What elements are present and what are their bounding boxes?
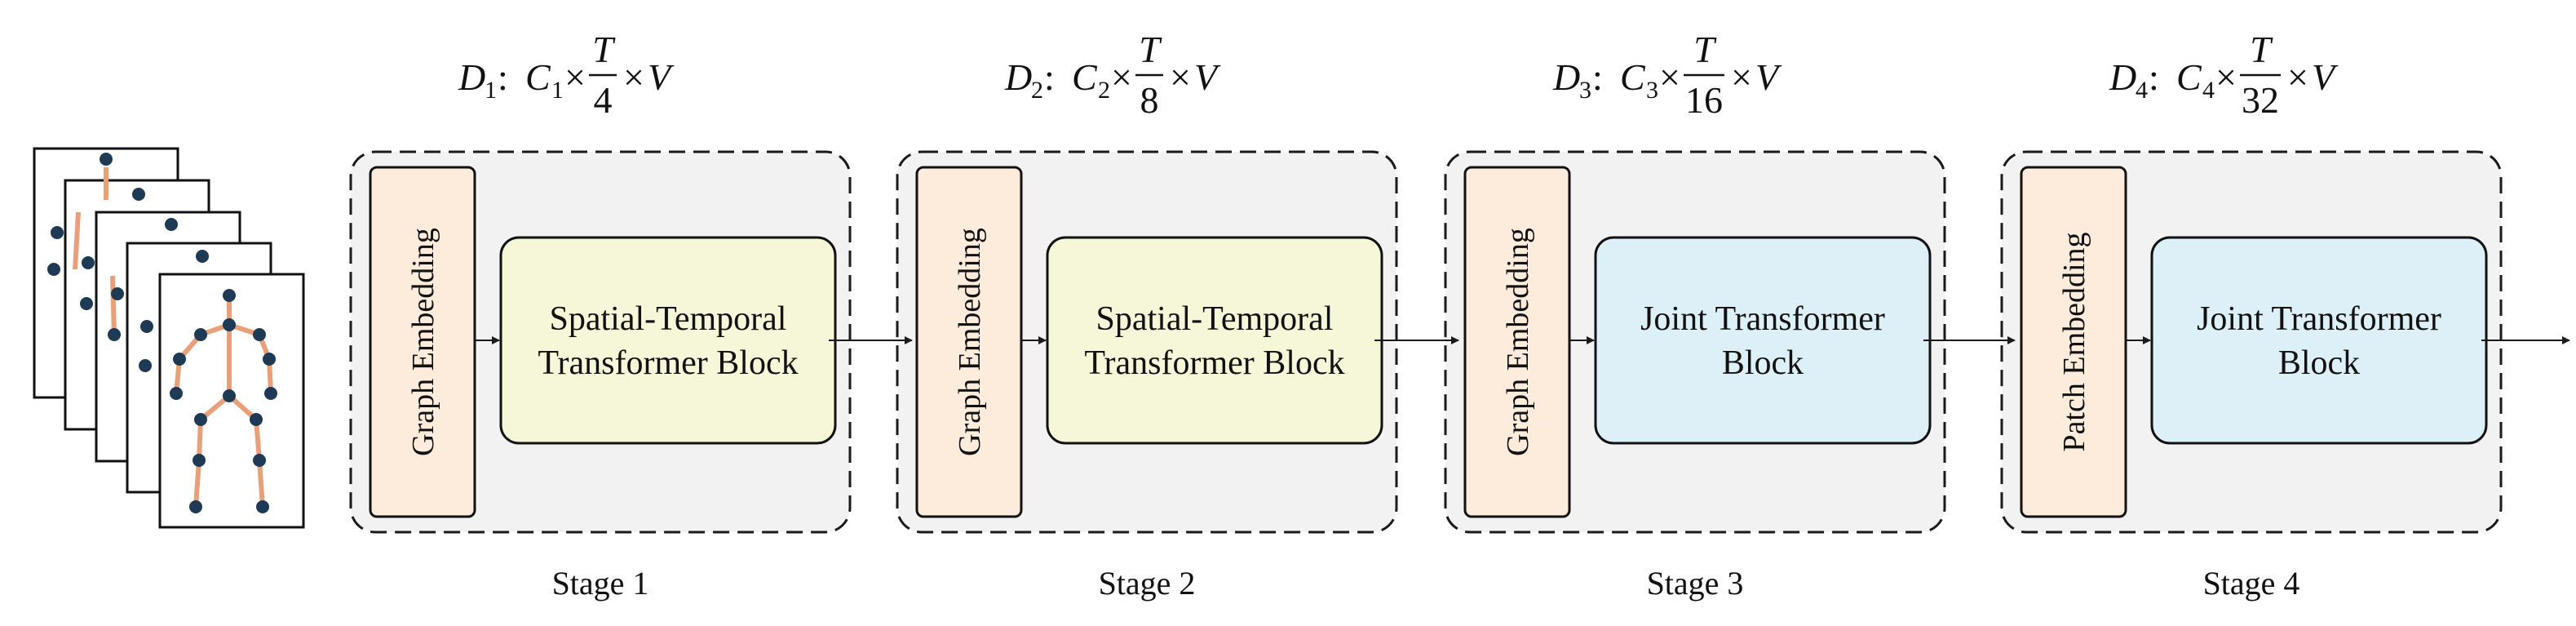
svg-text:3: 3 <box>1646 77 1658 104</box>
embedding-label: Patch Embedding <box>2057 232 2091 451</box>
svg-text:32: 32 <box>2242 79 2279 121</box>
svg-text:C: C <box>525 56 551 98</box>
embedding-box <box>369 166 476 518</box>
svg-text:T: T <box>1139 29 1162 70</box>
block-label-line1: Joint Transformer <box>2197 300 2441 338</box>
block-label-line1: Joint Transformer <box>1640 300 1885 338</box>
svg-text:1: 1 <box>551 77 564 104</box>
transformer-block <box>499 236 837 445</box>
embedding-label: Graph Embedding <box>1501 228 1535 456</box>
block-label-line1: Spatial-Temporal <box>550 300 787 338</box>
stage-3: Graph Embedding Joint TransformerBlockSta… <box>1444 29 1946 602</box>
svg-text:V: V <box>2312 56 2339 98</box>
svg-text:T: T <box>2250 29 2273 70</box>
svg-text:8: 8 <box>1140 79 1159 121</box>
block-label-line2: Transformer Block <box>538 344 798 382</box>
svg-text:V: V <box>648 56 675 98</box>
embedding-label: Graph Embedding <box>406 228 440 456</box>
svg-text:T: T <box>1693 29 1717 70</box>
stage-label: Stage 3 <box>1647 565 1744 602</box>
svg-text:×: × <box>564 56 586 98</box>
svg-text:4: 4 <box>594 79 613 121</box>
stages: Graph Embedding Spatial-TemporalTransform… <box>349 29 2503 602</box>
block-label-line2: Transformer Block <box>1084 344 1344 382</box>
svg-text:D: D <box>1004 56 1032 98</box>
stage-4: Patch Embedding Joint TransformerBlockSta… <box>2000 29 2503 602</box>
svg-text:1: 1 <box>485 77 497 104</box>
svg-text:T: T <box>592 29 616 70</box>
transformer-block <box>1594 236 1932 445</box>
block-label-line2: Block <box>1722 344 1804 382</box>
embedding-box <box>1463 166 1571 518</box>
stage-label: Stage 1 <box>552 565 649 602</box>
svg-text:×: × <box>1111 56 1132 98</box>
svg-text::: : <box>1592 56 1603 98</box>
skeleton-frame-front <box>158 273 305 529</box>
svg-text:×: × <box>623 56 644 98</box>
stage-1: Graph Embedding Spatial-TemporalTransform… <box>349 29 852 602</box>
svg-text::: : <box>498 56 508 98</box>
svg-text:D: D <box>1552 56 1580 98</box>
block-label-line1: Spatial-Temporal <box>1096 300 1334 338</box>
svg-text:D: D <box>458 56 485 98</box>
svg-text:C: C <box>1620 56 1646 98</box>
block-label-line2: Block <box>2278 344 2360 382</box>
svg-text:C: C <box>1072 56 1098 98</box>
svg-text:×: × <box>2215 56 2237 98</box>
svg-text:V: V <box>1755 56 1782 98</box>
svg-text::: : <box>2149 56 2159 98</box>
svg-text:3: 3 <box>1579 77 1591 104</box>
skeleton-joints <box>170 289 277 513</box>
svg-text:16: 16 <box>1685 79 1723 121</box>
svg-text:D: D <box>2109 56 2136 98</box>
svg-text:2: 2 <box>1098 77 1110 104</box>
svg-text:×: × <box>2287 56 2308 98</box>
svg-text:V: V <box>1194 56 1221 98</box>
embedding-box <box>915 166 1023 518</box>
transformer-block <box>1046 236 1383 445</box>
svg-text::: : <box>1044 56 1055 98</box>
transformer-block <box>2150 236 2488 445</box>
back-frame-joints <box>47 153 209 372</box>
svg-text:4: 4 <box>2136 77 2148 104</box>
input-skeleton-frames <box>33 147 305 529</box>
svg-text:4: 4 <box>2202 77 2215 104</box>
embedding-label: Graph Embedding <box>953 228 987 456</box>
svg-text:2: 2 <box>1031 77 1043 104</box>
svg-text:×: × <box>1170 56 1191 98</box>
svg-text:×: × <box>1659 56 1680 98</box>
stage-label: Stage 2 <box>1099 565 1196 602</box>
embedding-box <box>2020 166 2127 518</box>
svg-text:×: × <box>1731 56 1752 98</box>
svg-text:C: C <box>2176 56 2202 98</box>
stage-label: Stage 4 <box>2203 565 2300 602</box>
stage-2: Graph Embedding Spatial-TemporalTransform… <box>896 29 1398 602</box>
